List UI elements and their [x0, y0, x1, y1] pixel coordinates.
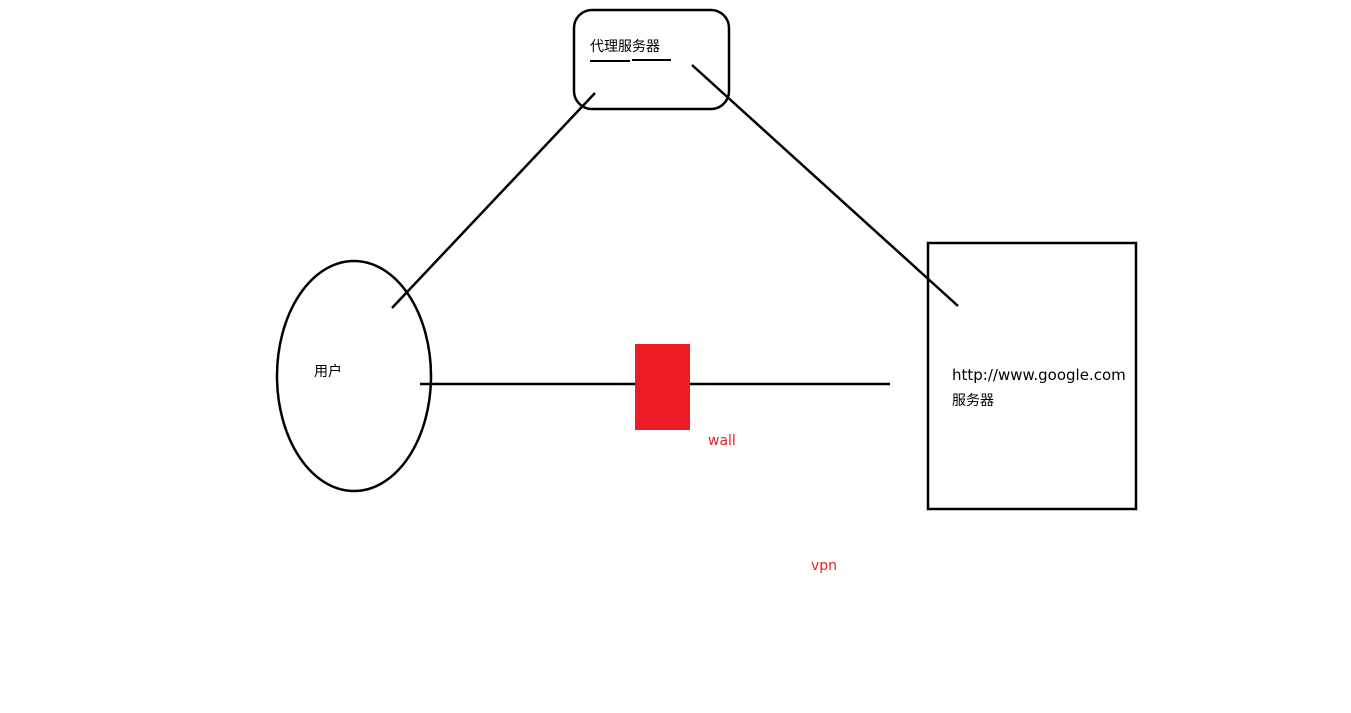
proxy-server-box [572, 8, 731, 111]
proxy-to-google-line [691, 64, 959, 307]
google-server-url: http://www.google.com [952, 366, 1126, 384]
vpn-label: vpn [811, 558, 837, 574]
google-server-box [926, 241, 1138, 511]
wall-block [635, 344, 690, 430]
user-ellipse [275, 259, 433, 493]
proxy-server-label: 代理服务器 [590, 39, 660, 55]
google-server-label: 服务器 [952, 393, 994, 409]
user-label: 用户 [314, 363, 342, 380]
wall-label: wall [708, 433, 736, 449]
user-to-proxy-line [391, 92, 596, 309]
